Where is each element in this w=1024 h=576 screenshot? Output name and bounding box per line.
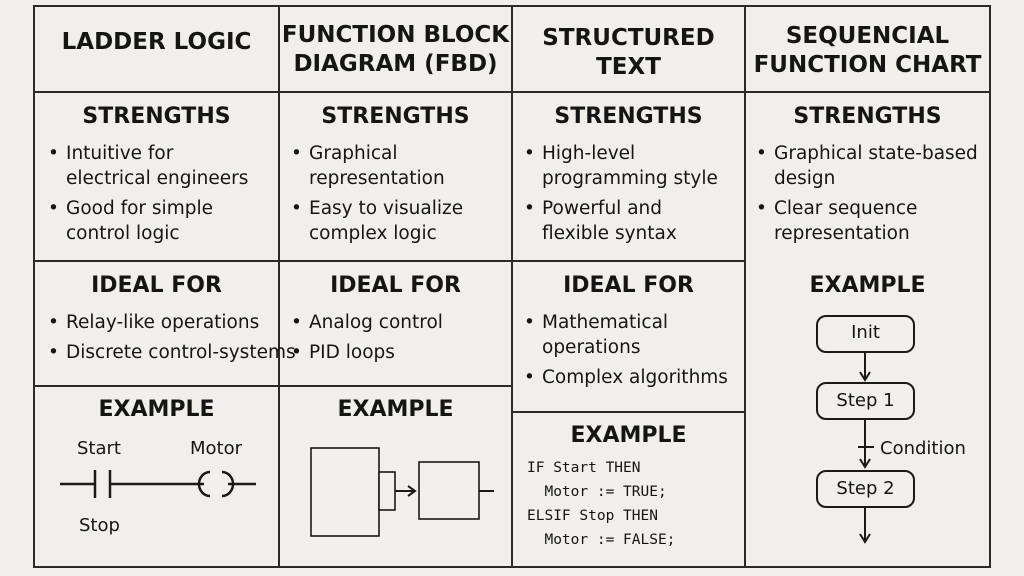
list-item: Intuitive for electrical engineers bbox=[48, 141, 248, 191]
sfc-step1-label: Step 1 bbox=[836, 390, 895, 411]
fbd-arrow-head bbox=[407, 485, 417, 497]
sfc-step2-label: Step 2 bbox=[836, 478, 895, 499]
ladder-ideal-list: Relay-like operations Discrete control-s… bbox=[48, 310, 296, 370]
stop-label: Stop bbox=[79, 515, 120, 536]
motor-coil-label: Motor bbox=[190, 438, 243, 459]
start-contact-label: Start bbox=[77, 438, 121, 459]
list-item: Analog control bbox=[291, 310, 443, 335]
ladder-example-heading: EXAMPLE bbox=[98, 397, 215, 422]
sfc-chart bbox=[816, 315, 915, 544]
sfc-arrow-2 bbox=[859, 458, 871, 469]
ladder-strengths-heading: STRENGTHS bbox=[82, 104, 231, 129]
sfc-init-step-label: Init bbox=[851, 322, 880, 343]
column-title-fbd: FUNCTION BLOCK DIAGRAM (FBD) bbox=[281, 22, 510, 77]
st-strengths-heading: STRENGTHS bbox=[554, 104, 703, 129]
sfc-strengths-list: Graphical state-based design Clear seque… bbox=[756, 141, 978, 251]
list-item: Powerful and flexible syntax bbox=[524, 196, 718, 246]
list-item: Easy to visualize complex logic bbox=[291, 196, 463, 246]
sfc-arrow-1 bbox=[859, 371, 871, 382]
list-item: Discrete control-systems bbox=[48, 340, 296, 365]
list-item: High-level programming style bbox=[524, 141, 718, 191]
fbd-output-pin bbox=[378, 471, 396, 511]
list-item: Clear sequence representation bbox=[756, 196, 978, 246]
col-divider-2 bbox=[511, 5, 513, 568]
col-divider-1 bbox=[278, 5, 280, 568]
list-item: Good for simple control logic bbox=[48, 196, 248, 246]
list-item: Complex algorithms bbox=[524, 365, 728, 390]
sfc-condition-label: Condition bbox=[880, 438, 966, 459]
ladder-ideal-heading: IDEAL FOR bbox=[91, 273, 222, 298]
column-title-st: STRUCTURED TEXT bbox=[542, 25, 715, 80]
list-item: Relay-like operations bbox=[48, 310, 296, 335]
ladder-rung bbox=[60, 470, 256, 498]
st-ideal-heading: IDEAL FOR bbox=[563, 273, 694, 298]
list-item: Graphical state-based design bbox=[756, 141, 978, 191]
fbd-ideal-list: Analog control PID loops bbox=[291, 310, 443, 370]
fbd-example-heading: EXAMPLE bbox=[337, 397, 454, 422]
sfc-step2 bbox=[816, 470, 915, 508]
coil-left-arc bbox=[197, 470, 211, 498]
sfc-example-heading: EXAMPLE bbox=[809, 273, 926, 298]
fbd-ideal-heading: IDEAL FOR bbox=[330, 273, 461, 298]
sfc-arrow-3 bbox=[859, 533, 871, 544]
sfc-strengths-heading: STRENGTHS bbox=[793, 104, 942, 129]
sfc-init-step bbox=[816, 315, 915, 353]
st-ideal-list: Mathematical operations Complex algorith… bbox=[524, 310, 728, 395]
ladder-strengths-list: Intuitive for electrical engineers Good … bbox=[48, 141, 248, 251]
strengths-divider bbox=[33, 260, 745, 262]
fbd-strengths-heading: STRENGTHS bbox=[321, 104, 470, 129]
list-item: Mathematical operations bbox=[524, 310, 728, 360]
col-divider-3 bbox=[744, 5, 746, 568]
column-title-ladder: LADDER LOGIC bbox=[61, 29, 252, 55]
st-strengths-list: High-level programming style Powerful an… bbox=[524, 141, 718, 251]
st-code-example: IF Start THEN Motor := TRUE; ELSIF Stop … bbox=[527, 460, 676, 548]
list-item: Graphical representation bbox=[291, 141, 463, 191]
fbd-diagram bbox=[310, 447, 494, 537]
st-example-heading: EXAMPLE bbox=[570, 423, 687, 448]
sfc-step1 bbox=[816, 382, 915, 420]
fbd-function-block bbox=[310, 447, 380, 537]
list-item: PID loops bbox=[291, 340, 443, 365]
ladder-fbd-ideal-divider bbox=[33, 385, 512, 387]
fbd-strengths-list: Graphical representation Easy to visuali… bbox=[291, 141, 463, 251]
fbd-output-block bbox=[418, 461, 480, 520]
column-title-sfc: SEQUENCIAL FUNCTION CHART bbox=[753, 23, 982, 78]
st-ideal-divider bbox=[512, 411, 745, 413]
